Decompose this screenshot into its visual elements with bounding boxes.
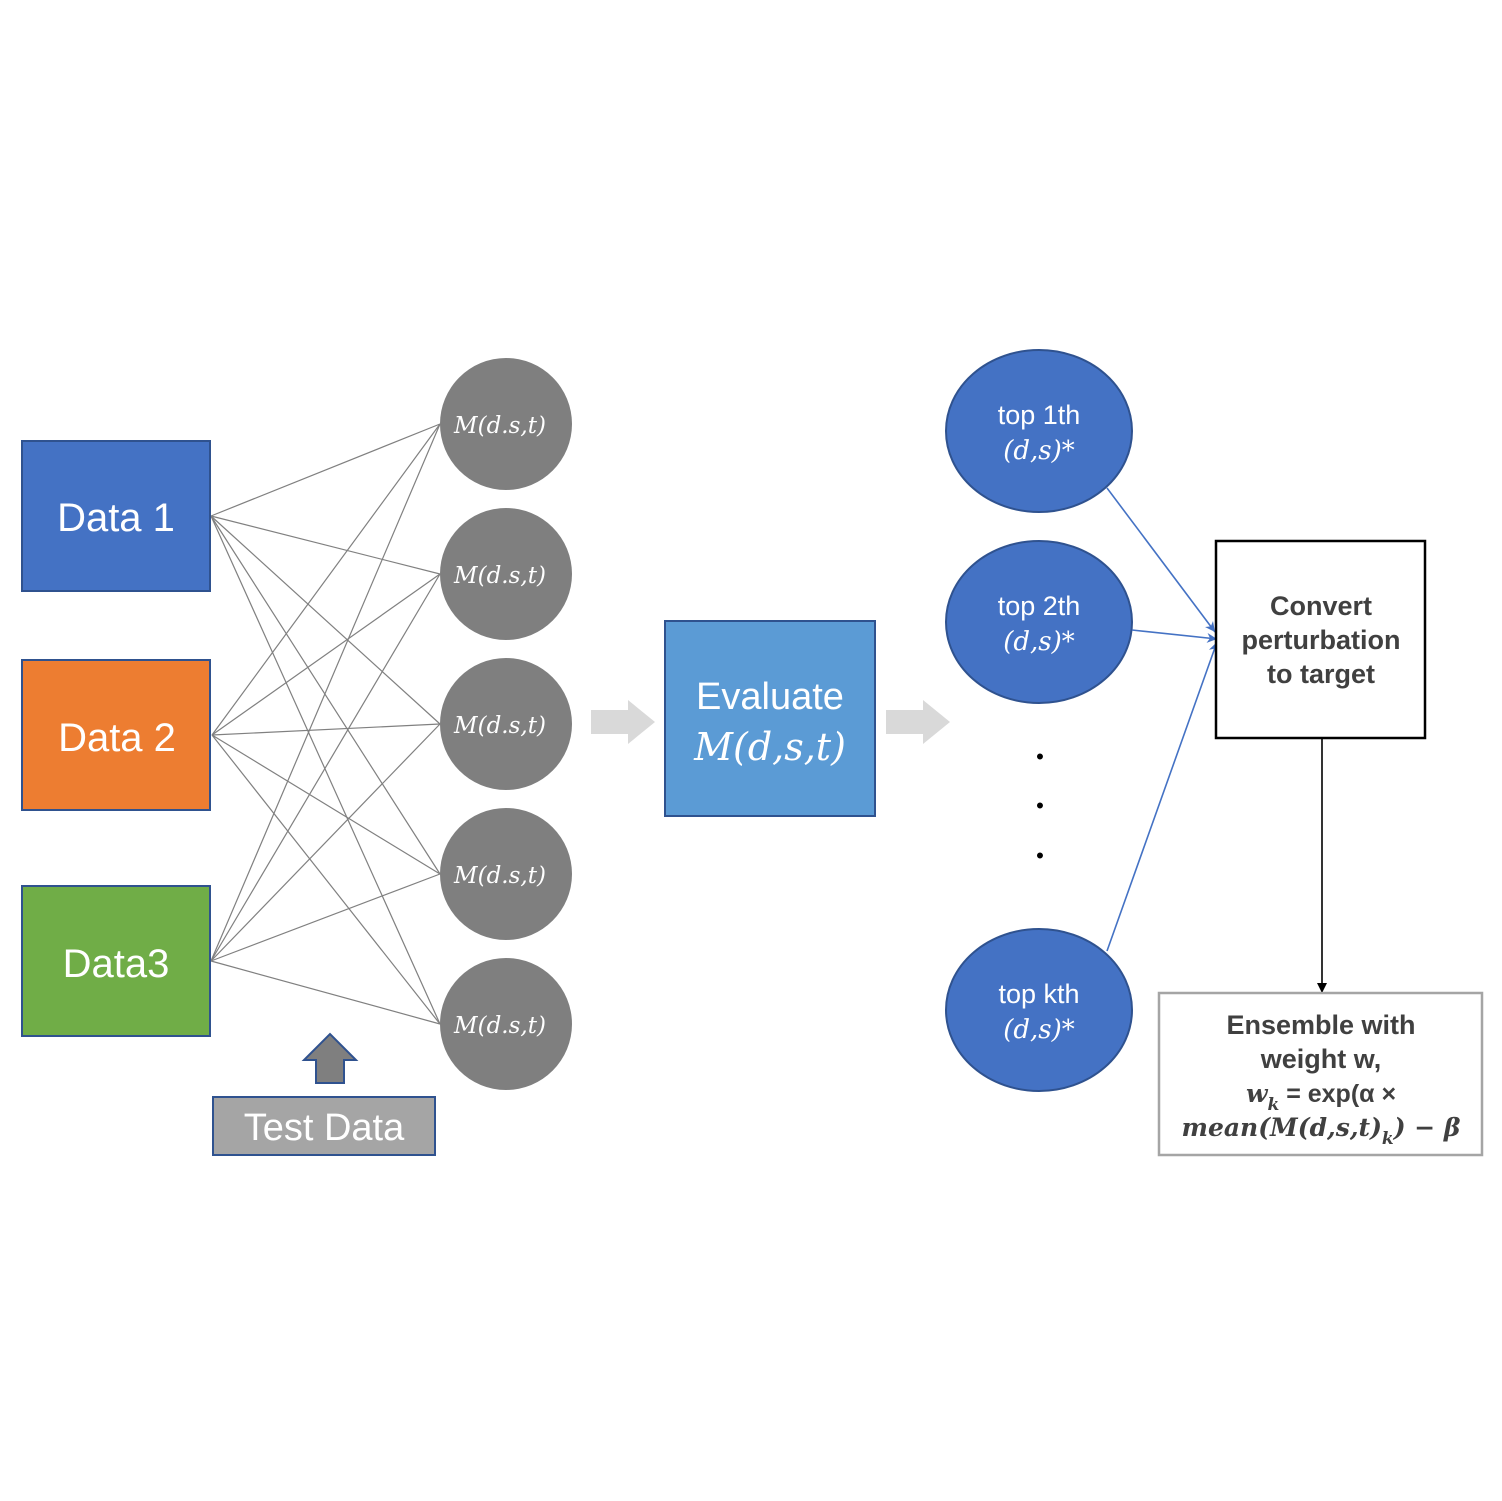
right-arrow-icon bbox=[591, 700, 655, 744]
evaluate-title: Evaluate bbox=[696, 676, 844, 718]
ensemble-formula-w: w bbox=[1246, 1079, 1269, 1108]
data-box-3-label: Data3 bbox=[63, 942, 170, 986]
top-node-1-pair: (d,s)* bbox=[1003, 436, 1075, 466]
model-node-2-label: M(d.s,t) bbox=[453, 563, 546, 589]
top-node-2-pair: (d,s)* bbox=[1003, 627, 1075, 657]
ensemble-formula-mean: mean(M(d,s,t) bbox=[1182, 1113, 1382, 1142]
top2-to-convert-arrow bbox=[1131, 629, 1218, 643]
top-node-k-rank: top kth bbox=[998, 979, 1079, 1009]
connector-data2-model2 bbox=[211, 573, 441, 736]
model-node-1-label: M(d.s,t) bbox=[453, 413, 546, 439]
test-data-label: Test Data bbox=[244, 1107, 405, 1149]
connector-data1-model1 bbox=[210, 423, 441, 517]
ensemble-formula-k: k bbox=[1267, 1095, 1279, 1115]
top-node-1: top 1th (d,s)* bbox=[945, 349, 1133, 513]
connector-data1-model5 bbox=[210, 515, 441, 1025]
ensemble-formula-line-1: wk = exp(α × bbox=[1246, 1079, 1396, 1115]
ellipsis-dot: • bbox=[1036, 744, 1044, 769]
connector-data3-model1 bbox=[210, 423, 441, 962]
ellipsis-dot: • bbox=[1036, 793, 1044, 818]
up-arrow-icon bbox=[301, 1032, 359, 1084]
data-box-3: Data3 bbox=[21, 885, 211, 1037]
ensemble-formula-eq: = exp(α × bbox=[1279, 1080, 1396, 1108]
ensemble-line-2: weight w, bbox=[1260, 1044, 1382, 1074]
top-node-k: top kth (d,s)* bbox=[945, 928, 1133, 1092]
ensemble-line-1: Ensemble with bbox=[1226, 1010, 1415, 1040]
connector-data3-model2 bbox=[210, 573, 441, 962]
connector-data2-model5 bbox=[211, 734, 441, 1025]
topk-to-convert-arrow bbox=[1106, 641, 1219, 952]
ensemble-formula-line-2: mean(M(d,s,t)k) − β bbox=[1182, 1113, 1461, 1149]
data-box-1: Data 1 bbox=[21, 440, 211, 592]
ensemble-formula-end: ) − β bbox=[1393, 1113, 1461, 1142]
data-box-2: Data 2 bbox=[21, 659, 211, 811]
ellipsis-dot: • bbox=[1036, 843, 1044, 868]
convert-line-1: Convert bbox=[1270, 591, 1372, 621]
model-node-5-label: M(d.s,t) bbox=[453, 1013, 546, 1039]
top-node-2-rank: top 2th bbox=[998, 591, 1081, 621]
connector-data2-model4 bbox=[211, 734, 441, 875]
top1-to-convert-arrow bbox=[1106, 487, 1216, 633]
top-node-k-pair: (d,s)* bbox=[1003, 1015, 1075, 1045]
model-node-4: M(d.s,t) bbox=[440, 808, 572, 940]
ensemble-formula-sub: k bbox=[1382, 1129, 1394, 1149]
model-node-2: M(d.s,t) bbox=[440, 508, 572, 640]
model-node-3-label: M(d.s,t) bbox=[453, 713, 546, 739]
connector-data1-model3 bbox=[210, 515, 441, 725]
connector-data3-model3 bbox=[210, 723, 441, 962]
connector-data2-model1 bbox=[211, 423, 441, 736]
evaluate-box: Evaluate M(d,s,t) bbox=[664, 620, 876, 817]
test-data-box: Test Data bbox=[212, 1096, 436, 1156]
convert-line-3: to target bbox=[1267, 659, 1375, 689]
data-to-model-connectors bbox=[210, 423, 441, 1025]
connector-data3-model5 bbox=[210, 960, 441, 1025]
top-node-1-rank: top 1th bbox=[998, 400, 1081, 430]
convert-box: Convert perturbation to target bbox=[1214, 539, 1427, 740]
data-box-1-label: Data 1 bbox=[57, 496, 175, 540]
connector-data1-model4 bbox=[210, 515, 441, 875]
top-node-2: top 2th (d,s)* bbox=[945, 540, 1133, 704]
model-node-5: M(d.s,t) bbox=[440, 958, 572, 1090]
convert-line-2: perturbation bbox=[1242, 625, 1401, 655]
connector-data1-model2 bbox=[210, 515, 441, 575]
data-box-2-label: Data 2 bbox=[58, 716, 176, 760]
model-node-1: M(d.s,t) bbox=[440, 358, 572, 490]
right-arrow-icon bbox=[886, 700, 950, 744]
model-node-4-label: M(d.s,t) bbox=[453, 863, 546, 889]
connector-data2-model3 bbox=[211, 723, 441, 736]
ensemble-box: Ensemble with weight w, wk = exp(α × mea… bbox=[1157, 991, 1484, 1157]
evaluate-formula: M(d,s,t) bbox=[693, 725, 846, 769]
model-node-3: M(d.s,t) bbox=[440, 658, 572, 790]
connector-data3-model4 bbox=[210, 873, 441, 962]
